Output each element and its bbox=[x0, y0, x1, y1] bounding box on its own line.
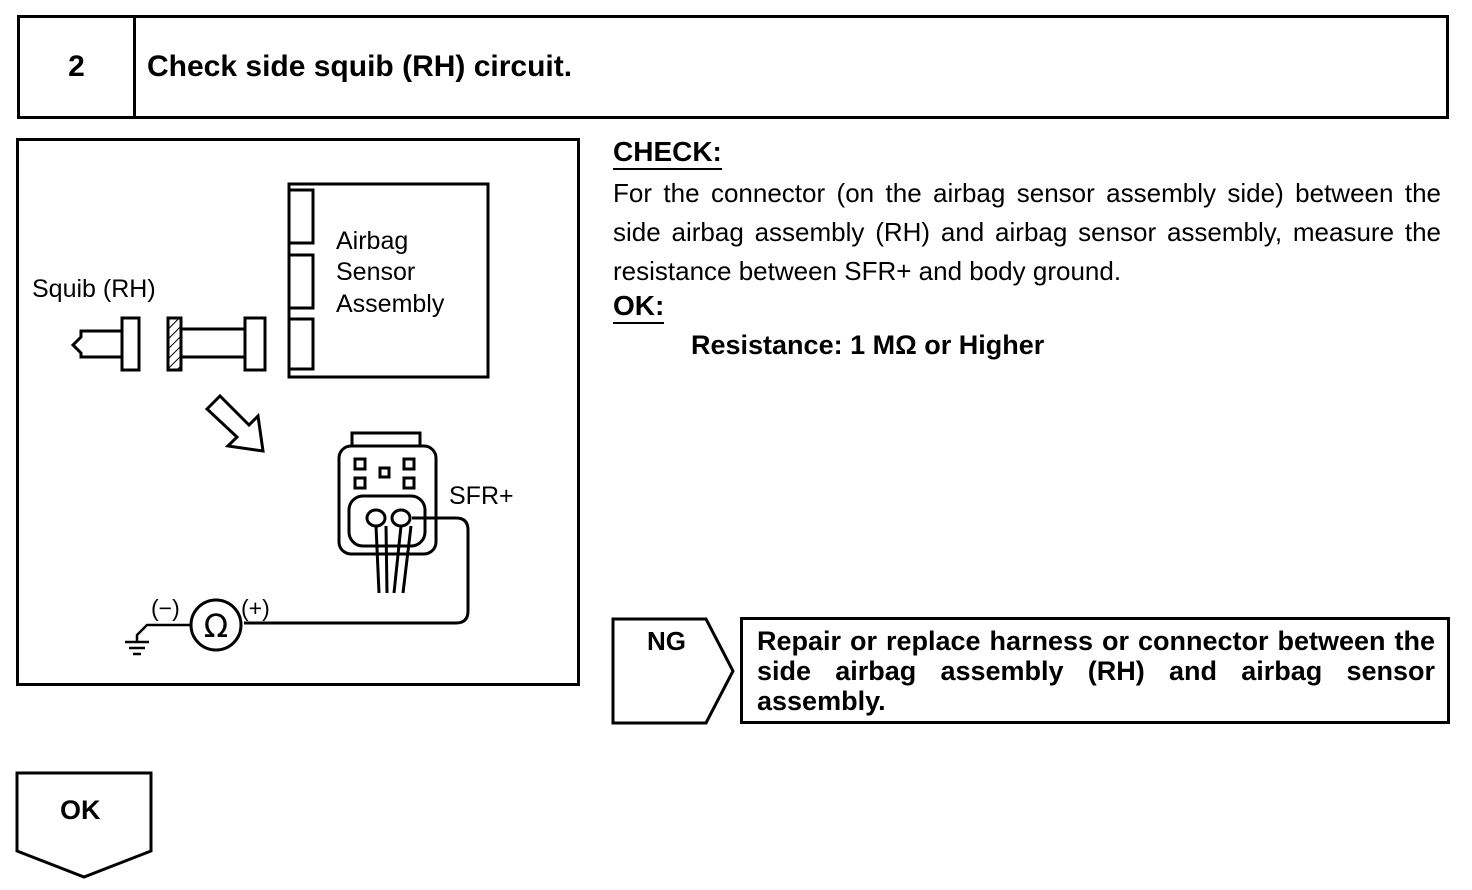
ohmmeter-icon: Ω (−) (+) bbox=[151, 595, 270, 652]
squib-connector-icon bbox=[70, 316, 267, 372]
check-text: For the connector (on the airbag sensor … bbox=[613, 178, 1441, 286]
connector-face-icon bbox=[244, 431, 470, 625]
ng-flow-arrow bbox=[611, 617, 735, 725]
resistance-spec: Resistance: 1 MΩ or Higher bbox=[691, 330, 1045, 360]
ground-icon bbox=[125, 623, 191, 656]
ng-label: NG bbox=[647, 626, 686, 656]
wiring-figure: Ω (−) (+) Squib (RH) Airbag Sensor Assem… bbox=[16, 138, 580, 686]
airbag-sensor-icon bbox=[287, 182, 490, 379]
sensor-label-3: Assembly bbox=[336, 290, 445, 318]
step-title: Check side squib (RH) circuit. bbox=[147, 50, 573, 83]
sensor-label-1: Airbag bbox=[336, 227, 409, 255]
ok-flow-arrow bbox=[15, 771, 153, 879]
squib-label: Squib (RH) bbox=[32, 275, 156, 303]
terminal-label: SFR+ bbox=[449, 482, 514, 510]
figure-drawing: Ω (−) (+) bbox=[70, 182, 490, 656]
check-heading: CHECK: bbox=[613, 136, 722, 170]
sensor-label-2: Sensor bbox=[336, 258, 416, 286]
ok-flow-label: OK bbox=[60, 795, 101, 825]
meter-plus-label: (+) bbox=[241, 595, 270, 621]
ng-remedy: Repair or replace harness or connector b… bbox=[740, 617, 1450, 724]
meter-minus-label: (−) bbox=[151, 595, 180, 621]
ok-heading: OK: bbox=[613, 290, 665, 324]
step-header: 2 Check side squib (RH) circuit. bbox=[17, 15, 1449, 119]
step-number: 2 bbox=[20, 18, 136, 116]
meter-symbol: Ω bbox=[204, 607, 228, 645]
hollow-arrow-icon bbox=[204, 393, 265, 453]
